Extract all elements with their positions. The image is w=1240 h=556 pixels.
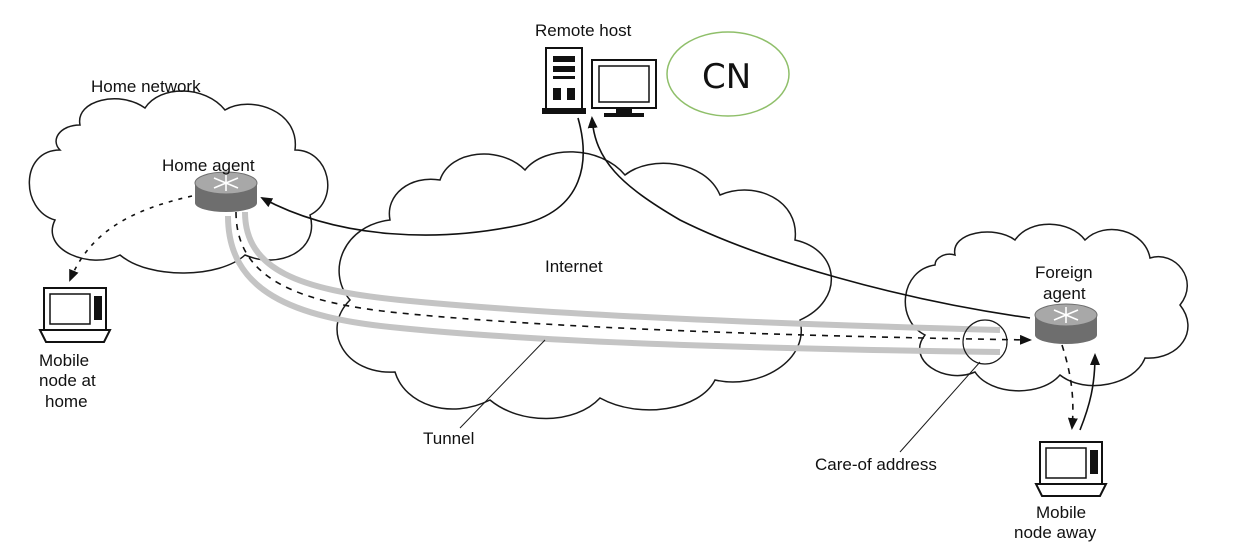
home-network-label: Home network (91, 77, 201, 96)
mobile-home-label-line1: Mobile (39, 351, 89, 370)
arrow-to-mobile-node-away (1061, 344, 1078, 430)
monitor-icon (591, 59, 657, 117)
mobile-node-away-laptop-icon (1034, 441, 1108, 497)
internet-label: Internet (545, 257, 603, 276)
mobile-home-label-line2: node at (39, 371, 96, 390)
cn-oval (666, 31, 790, 117)
mobile-node-home-laptop-icon (38, 287, 112, 343)
internet-cloud (336, 151, 833, 420)
arrow-to-mobile-node-home (69, 195, 193, 282)
tunnel-leader (459, 339, 546, 429)
arrow-from-mobile-node-away (1079, 353, 1100, 431)
cn-label: CN (702, 57, 751, 97)
mobile-home-label-line3: home (45, 392, 88, 411)
tunnel-label: Tunnel (423, 429, 474, 448)
server-tower-icon (542, 47, 586, 114)
tunnel-dotted-path (235, 211, 1032, 345)
tunnel-band-upper (242, 211, 1001, 333)
tunnel-band-lower (225, 215, 1001, 355)
mobile-away-label-line1: Mobile (1036, 503, 1086, 522)
mobile-away-label-line2: node away (1014, 523, 1097, 542)
care-of-address-label: Care-of address (815, 455, 937, 474)
foreign-agent-label-line2: agent (1043, 284, 1086, 303)
foreign-agent-router-icon (1034, 303, 1098, 344)
arrow-to-home-agent (260, 117, 584, 236)
arrow-to-remote-host (587, 116, 1031, 319)
care-of-address-circle (962, 319, 1008, 365)
care-of-address-leader (899, 361, 981, 453)
home-agent-router-icon (194, 171, 258, 212)
remote-host-label: Remote host (535, 21, 632, 40)
home-agent-label: Home agent (162, 156, 255, 175)
home-network-cloud (28, 90, 329, 274)
foreign-agent-label-line1: Foreign (1035, 263, 1093, 282)
